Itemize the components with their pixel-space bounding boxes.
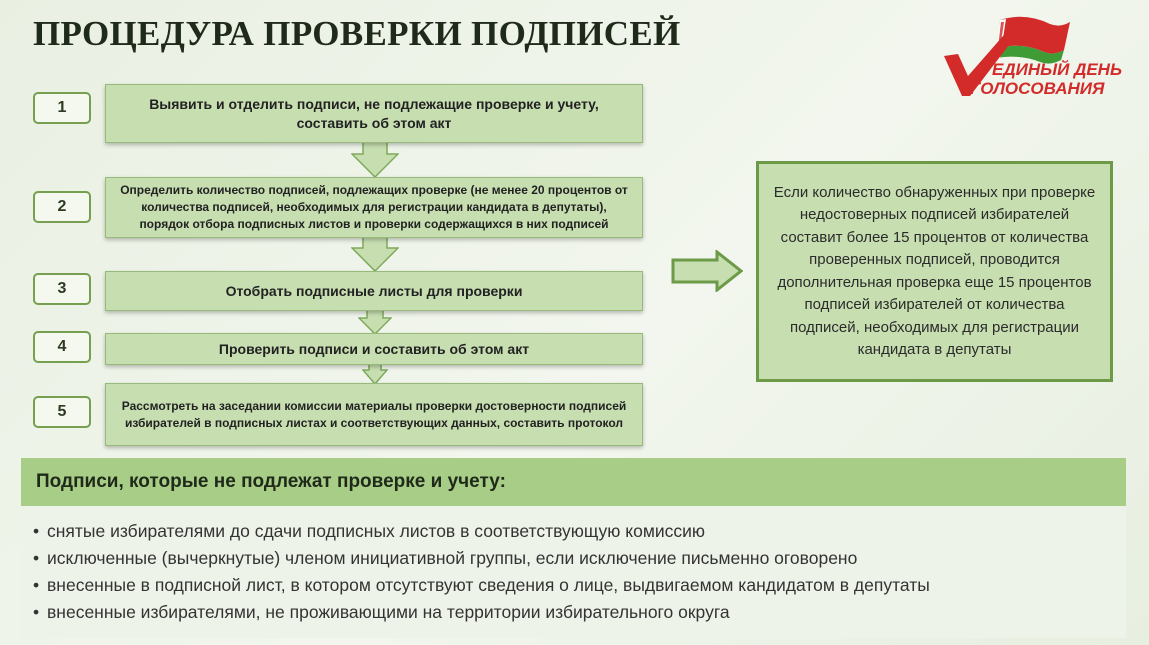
list-item: • внесенные в подписной лист, в котором о… [33, 572, 1126, 599]
logo-line1: ЕДИНЫЙ ДЕНЬ [992, 59, 1122, 79]
step-box-3: Отобрать подписные листы для проверки [105, 271, 643, 311]
check-icon [944, 28, 1022, 96]
arrow-down-icon [362, 363, 388, 385]
list-item: • исключенные (вычеркнутые) членом инициа… [33, 545, 1126, 572]
election-day-logo: ЕДИНЫЙ ДЕНЬ ГОЛОСОВАНИЯ [944, 16, 1122, 98]
panel-body: • снятые избирателями до сдачи подписных … [21, 506, 1126, 638]
step-box-2: Определить количество подписей, подлежащ… [105, 177, 643, 238]
step-box-4: Проверить подписи и составить об этом ак… [105, 333, 643, 365]
step-number-5: 5 [33, 396, 91, 428]
step-number-1: 1 [33, 92, 91, 124]
list-item-text: внесенные в подписной лист, в котором от… [47, 575, 930, 595]
bullet-icon: • [33, 602, 40, 622]
step-box-5: Рассмотреть на заседании комиссии матери… [105, 383, 643, 446]
list-item: • снятые избирателями до сдачи подписных … [33, 518, 1126, 545]
bullet-icon: • [33, 548, 40, 568]
list-item-text: исключенные (вычеркнутые) членом инициат… [47, 548, 858, 568]
list-item-text: внесенные избирателями, не проживающими … [47, 602, 730, 622]
exclusion-list: • снятые избирателями до сдачи подписных … [33, 518, 1126, 626]
step-number-3: 3 [33, 273, 91, 305]
logo-line2: ГОЛОСОВАНИЯ [970, 79, 1105, 98]
bullet-icon: • [33, 575, 40, 595]
step-text-5: Рассмотреть на заседании комиссии матери… [121, 398, 627, 430]
list-item-text: снятые избирателями до сдачи подписных л… [47, 521, 706, 541]
step-number-4: 4 [33, 331, 91, 363]
step-number-2: 2 [33, 191, 91, 223]
step-text-3: Отобрать подписные листы для проверки [225, 283, 523, 299]
page-title: ПРОЦЕДУРА ПРОВЕРКИ ПОДПИСЕЙ [33, 14, 681, 53]
side-note-text: Если количество обнаруженных при проверк… [773, 183, 1096, 359]
side-note-box: Если количество обнаруженных при проверк… [756, 161, 1113, 382]
step-box-1: Выявить и отделить подписи, не подлежащи… [105, 84, 643, 143]
panel-heading: Подписи, которые не подлежат проверке и … [21, 458, 1126, 506]
step-text-4: Проверить подписи и составить об этом ак… [218, 341, 530, 357]
list-item: • внесенные избирателями, не проживающими… [33, 599, 1126, 626]
step-text-2: Определить количество подписей, подлежащ… [120, 183, 628, 231]
arrow-down-icon [351, 142, 399, 178]
bullet-icon: • [33, 521, 40, 541]
arrow-down-icon [351, 236, 399, 272]
step-text-1: Выявить и отделить подписи, не подлежащи… [149, 95, 599, 131]
arrow-down-icon [358, 309, 392, 335]
arrow-right-icon [671, 250, 743, 292]
